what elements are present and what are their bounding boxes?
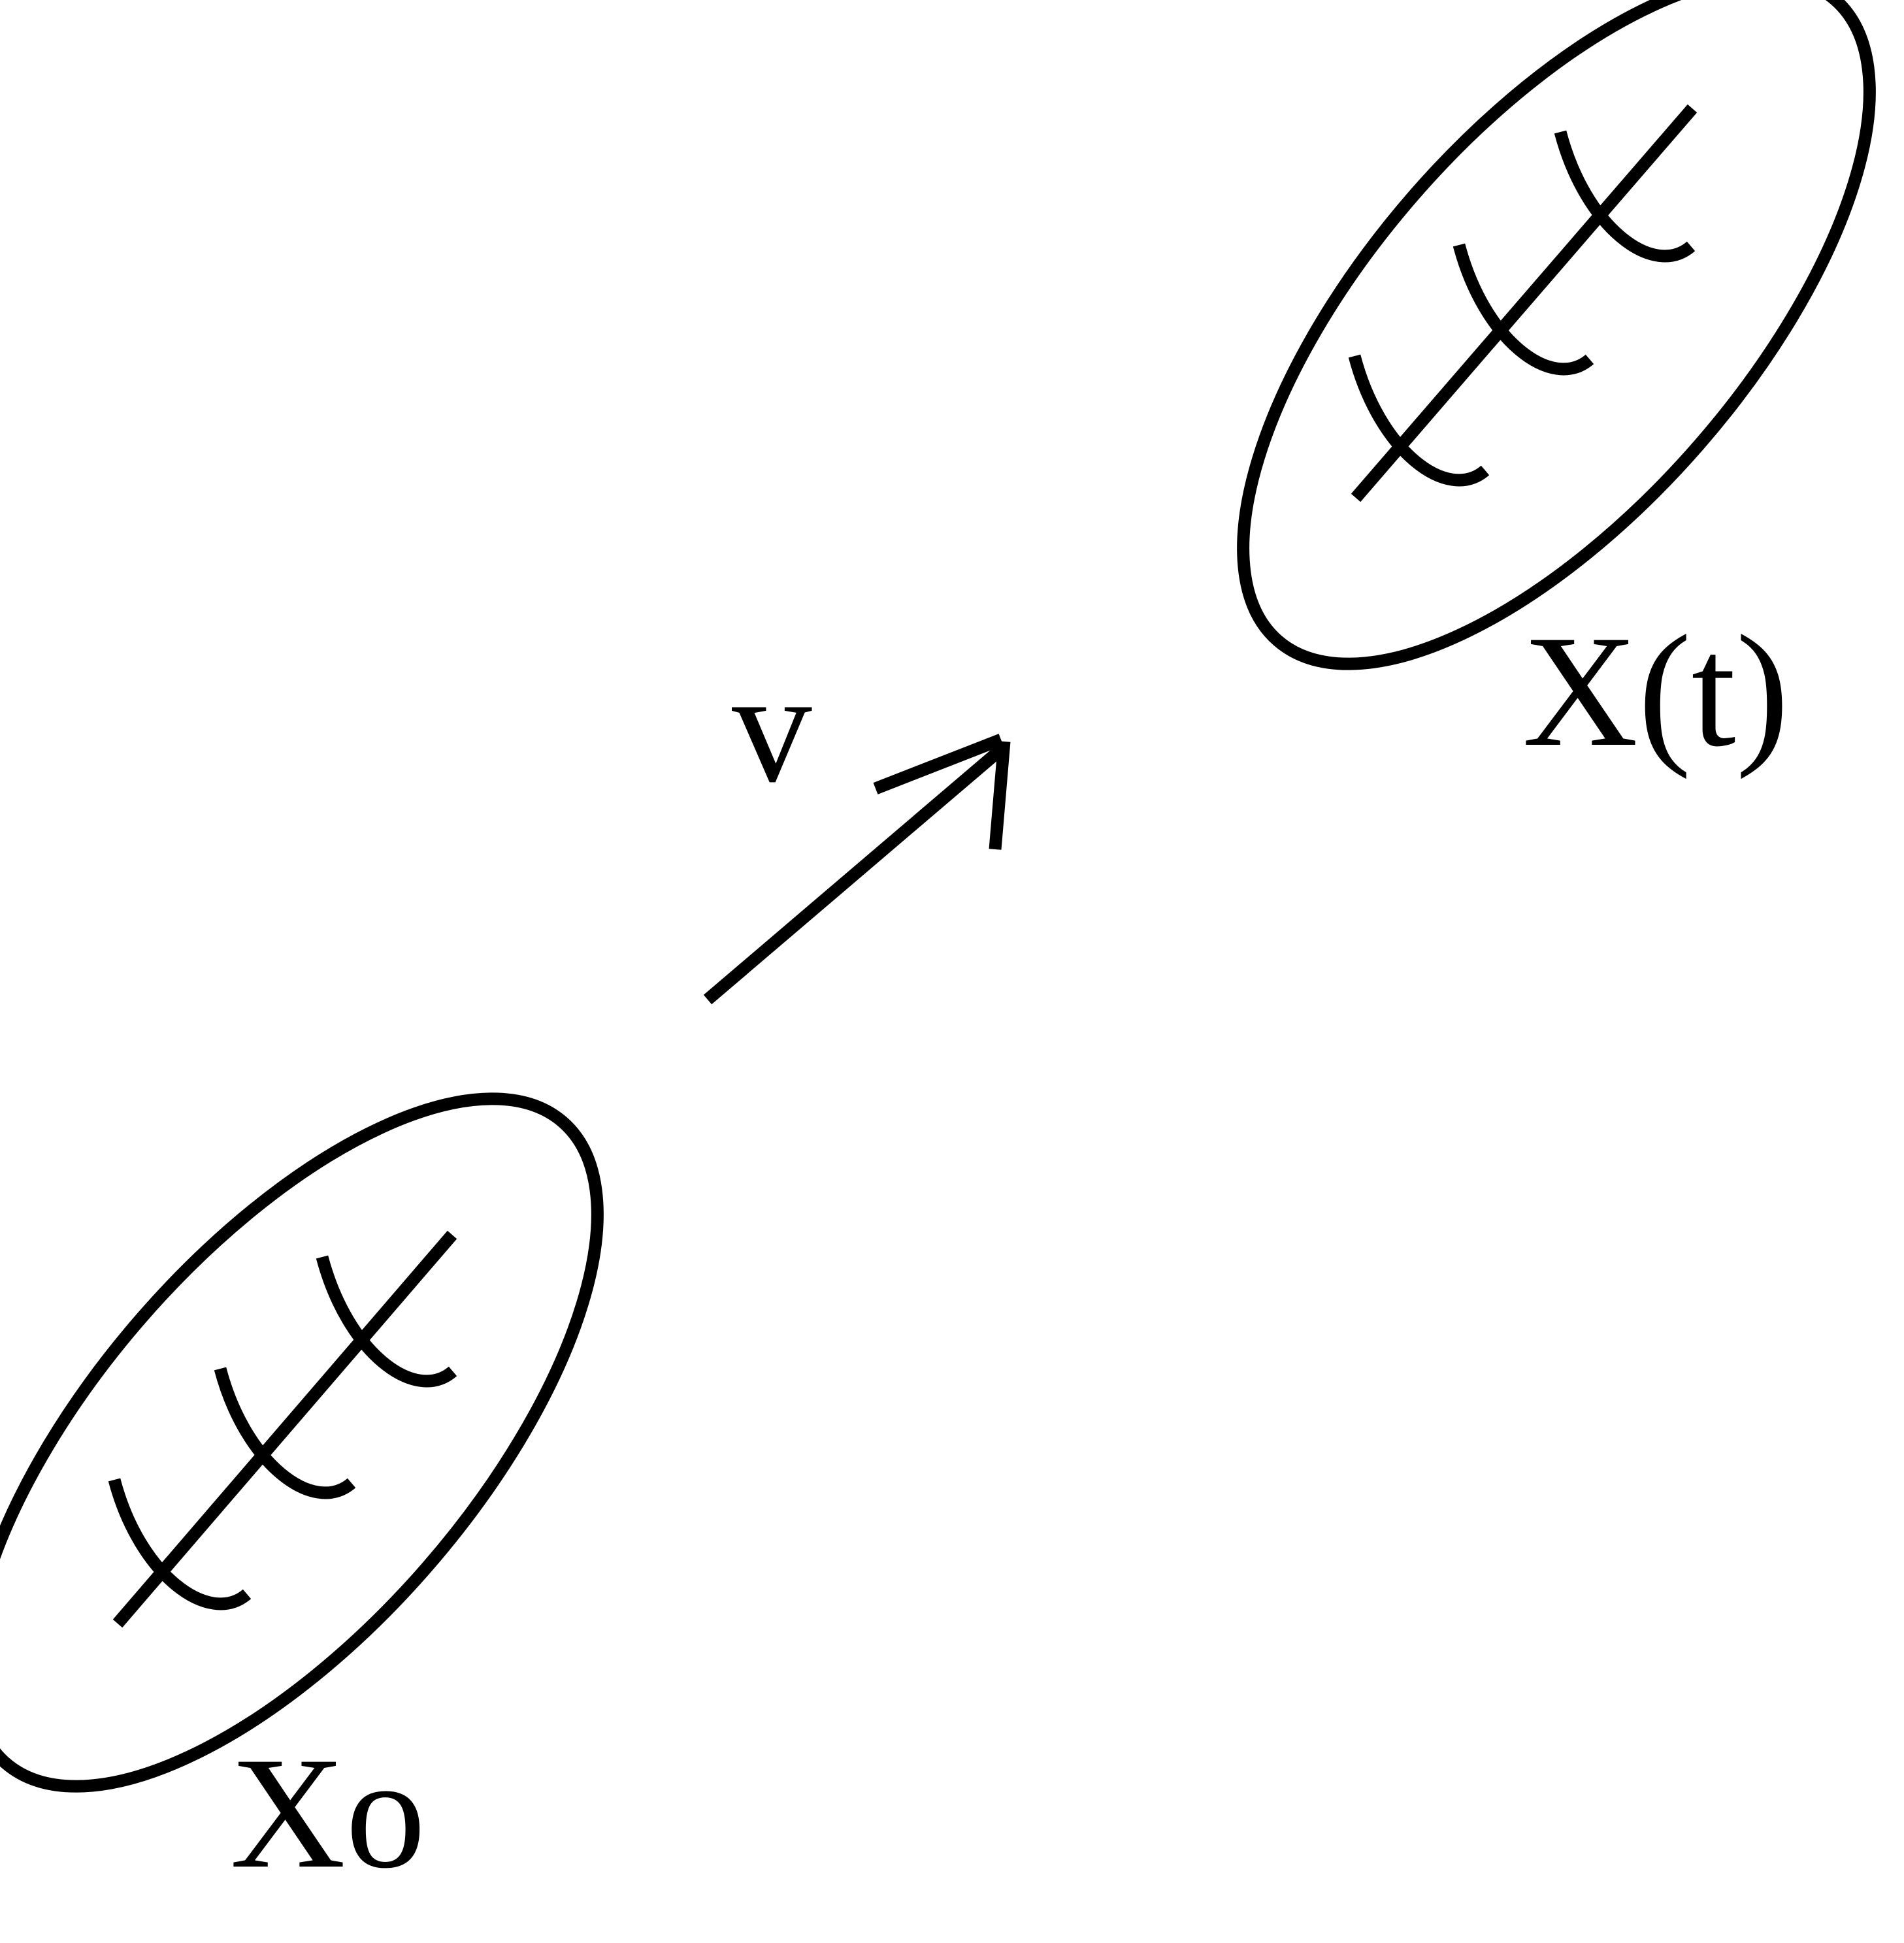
initial-state-label: Xo — [230, 1724, 425, 1901]
velocity-arrowhead-left — [873, 734, 1004, 794]
initial-region-spine — [112, 1230, 457, 1628]
initial-region-arc-2 — [214, 1367, 356, 1499]
final-region-spine — [1351, 104, 1698, 502]
final-region-arc-1 — [1348, 354, 1490, 487]
final-region-arc-3 — [1554, 130, 1696, 263]
final-region-ellipse — [1237, 0, 1876, 670]
final-region-group — [1237, 0, 1876, 670]
initial-region-arc-3 — [316, 1255, 457, 1388]
final-state-label: X(t) — [1522, 602, 1789, 779]
velocity-label: v — [732, 638, 812, 815]
initial-region-ellipse — [0, 1092, 604, 1793]
velocity-arrow — [703, 734, 1011, 1005]
final-region-arc-2 — [1453, 243, 1594, 376]
velocity-arrowhead-right — [989, 741, 1011, 850]
initial-region-arc-1 — [108, 1478, 252, 1610]
velocity-arrow-shaft — [703, 744, 1006, 1005]
initial-region-group — [0, 1092, 604, 1793]
